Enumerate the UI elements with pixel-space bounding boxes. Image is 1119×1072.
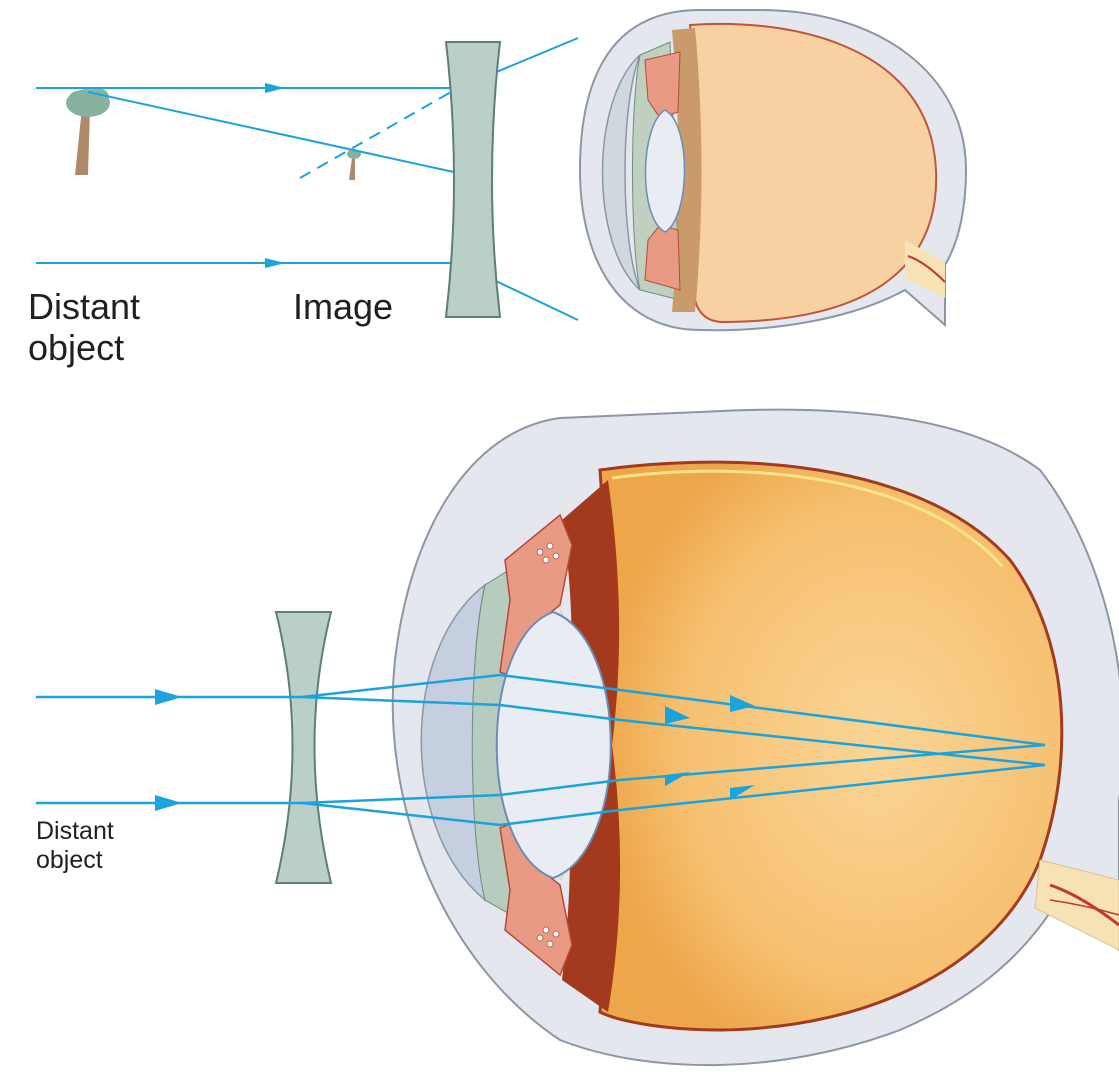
top-arrowheads [265, 83, 285, 268]
bottom-panel [36, 410, 1119, 1066]
top-ray-chief [88, 92, 472, 176]
top-panel [36, 10, 966, 330]
arrow-icon [155, 795, 182, 811]
bottom-object-label-line2: object [36, 846, 114, 875]
arrow-icon [265, 83, 285, 93]
bottom-distant-object-label: Distant object [36, 817, 114, 875]
bottom-concave-lens [276, 612, 331, 883]
top-object-label-line2: object [28, 327, 140, 368]
virtual-image-tree-icon [347, 149, 361, 180]
virtual-ray-extension [300, 88, 458, 178]
arrow-icon [155, 689, 182, 705]
top-eye [580, 10, 966, 330]
top-image-label: Image [293, 286, 393, 327]
arrow-icon [265, 258, 285, 268]
top-distant-object-label: Distant object [28, 286, 140, 369]
top-concave-lens [446, 42, 500, 317]
top-object-label-line1: Distant [28, 286, 140, 327]
bottom-object-label-line1: Distant [36, 817, 114, 846]
distant-object-tree-icon [66, 88, 110, 175]
